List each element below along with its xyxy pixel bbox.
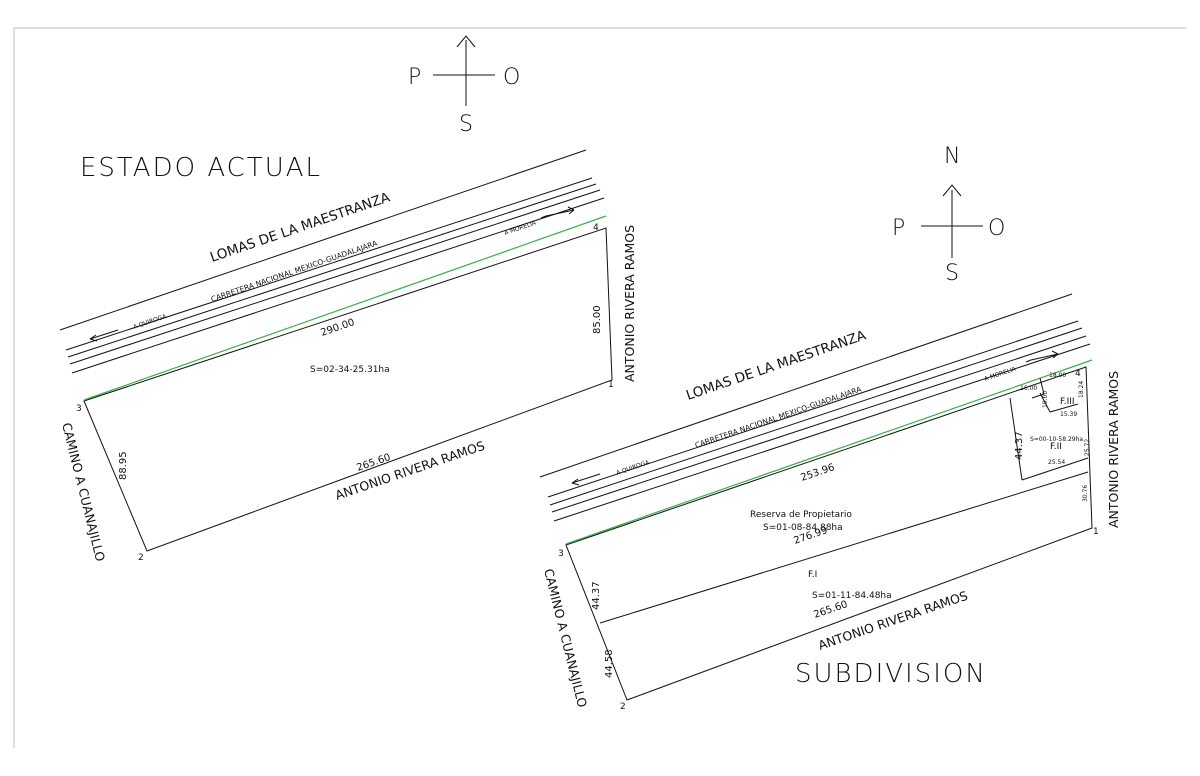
dim-4437-fii-label: 44.37 <box>1014 431 1025 460</box>
compass-rose-left: P O S <box>408 35 520 137</box>
fii-area-label: S=00-10-58.29ha <box>1030 436 1083 443</box>
dir-quiroga-label: A QUIROGA <box>615 459 651 477</box>
dim-253-label: 253.96 <box>799 462 836 484</box>
lot-boundary <box>565 366 1093 701</box>
fi-label: F.I <box>808 570 817 580</box>
vertex-1: 1 <box>1093 527 1099 537</box>
road-line <box>547 320 1079 498</box>
north-arrow-icon <box>942 184 962 197</box>
estado-actual-title: ESTADO ACTUAL <box>80 153 322 183</box>
fiii-south-line <box>1049 403 1079 413</box>
dim-265-label: 265.60 <box>812 599 849 621</box>
fiii-divider <box>1039 377 1045 395</box>
road-line <box>549 327 1083 506</box>
fii-south-line <box>1021 457 1089 481</box>
dim-left-label: 88.95 <box>118 451 129 480</box>
lot-boundary <box>83 227 613 552</box>
arrow-head-icon <box>571 478 580 486</box>
vertex-1: 1 <box>608 380 614 390</box>
fi-area-label: S=01-11-84.48ha <box>812 591 892 601</box>
compass-left-east-label: O <box>503 65 520 90</box>
dim-3076-label: 30.76 <box>1082 485 1089 502</box>
street-antonio-bottom-label: ANTONIO RIVERA RAMOS <box>333 438 486 503</box>
compass-rose-right: N P O S <box>892 144 1005 286</box>
compass-right-north-label: N <box>944 144 960 169</box>
compass-left-west-label: P <box>408 65 421 90</box>
fiii-west-line <box>1039 392 1051 413</box>
fi-division-line <box>599 471 1089 624</box>
subdivision-title: SUBDIVISION <box>795 659 987 689</box>
arrow-head-icon <box>89 334 98 342</box>
road-frontage-line <box>83 215 607 401</box>
road-line <box>69 189 601 365</box>
road-line <box>551 335 1087 513</box>
estado-actual-plan: LOMAS DE LA MAESTRANZA CARRETERA NACIONA… <box>59 149 637 563</box>
street-camino-label: CAMINO A CUANAJILLO <box>59 421 108 563</box>
reserva-label: Reserva de Propietario <box>750 510 852 520</box>
road-frontage-line <box>565 359 1093 545</box>
fii-west-line <box>1009 397 1023 481</box>
reserva-area-label: S=01-08-84.88ha <box>763 523 843 533</box>
dir-morelia-label: A MORELIA <box>503 219 537 237</box>
compass-right-east-label: O <box>988 216 1005 241</box>
dim-2572-label: 25.72 <box>1084 439 1091 456</box>
vertex-4: 4 <box>593 223 599 233</box>
road-line <box>539 293 1073 478</box>
road-lomas-label: LOMAS DE LA MAESTRANZA <box>208 189 393 266</box>
arrow-head-icon <box>567 206 575 215</box>
vertex-2: 2 <box>138 553 144 563</box>
road-line <box>59 149 587 331</box>
arrow-to-morelia-icon <box>1025 353 1059 363</box>
road-line <box>67 183 597 358</box>
dim-1539-label: 15.39 <box>1060 411 1077 418</box>
fii-label: F.II <box>1050 442 1062 452</box>
compass-left-south-label: S <box>459 112 473 137</box>
fiii-divider <box>1031 393 1045 399</box>
dim-top-label: 290.00 <box>319 317 356 339</box>
road-line <box>553 343 1091 522</box>
lot-area-label: S=02-34-25.31ha <box>310 365 390 375</box>
dim-right-label: 85.00 <box>592 305 603 334</box>
dim-4458-label: 44.58 <box>604 649 615 678</box>
dim-1800-label: 18.00 <box>1049 372 1066 379</box>
arrow-head-icon <box>1051 350 1059 359</box>
dim-2554-label: 25.54 <box>1048 459 1065 466</box>
vertex-3: 3 <box>558 549 564 559</box>
dim-1900-label: 19.00 <box>1042 391 1049 408</box>
arrow-to-quiroga-icon <box>571 473 601 484</box>
road-carretera-label: CARRETERA NACIONAL MEXICO-GUADALAJARA <box>694 384 864 450</box>
road-line <box>71 197 605 374</box>
arrow-to-morelia-icon <box>540 209 575 219</box>
vertex-3: 3 <box>76 404 82 414</box>
north-arrow-icon <box>456 35 476 48</box>
dir-quiroga-label: A QUIROGA <box>132 313 168 331</box>
dim-1824-label: 18.24 <box>1078 381 1085 398</box>
dim-1600-label: 16.00 <box>1020 385 1037 392</box>
dim-4437-left-label: 44.37 <box>591 581 602 610</box>
arrow-to-quiroga-icon <box>89 329 119 340</box>
vertex-4: 4 <box>1075 369 1081 379</box>
compass-right-west-label: P <box>892 216 905 241</box>
compass-right-south-label: S <box>945 261 959 286</box>
street-antonio-right-label: ANTONIO RIVERA RAMOS <box>622 225 637 382</box>
fiii-label: F.III <box>1060 397 1075 407</box>
street-antonio-right-label: ANTONIO RIVERA RAMOS <box>1106 371 1121 528</box>
road-line <box>65 177 593 351</box>
vertex-2: 2 <box>620 702 626 712</box>
